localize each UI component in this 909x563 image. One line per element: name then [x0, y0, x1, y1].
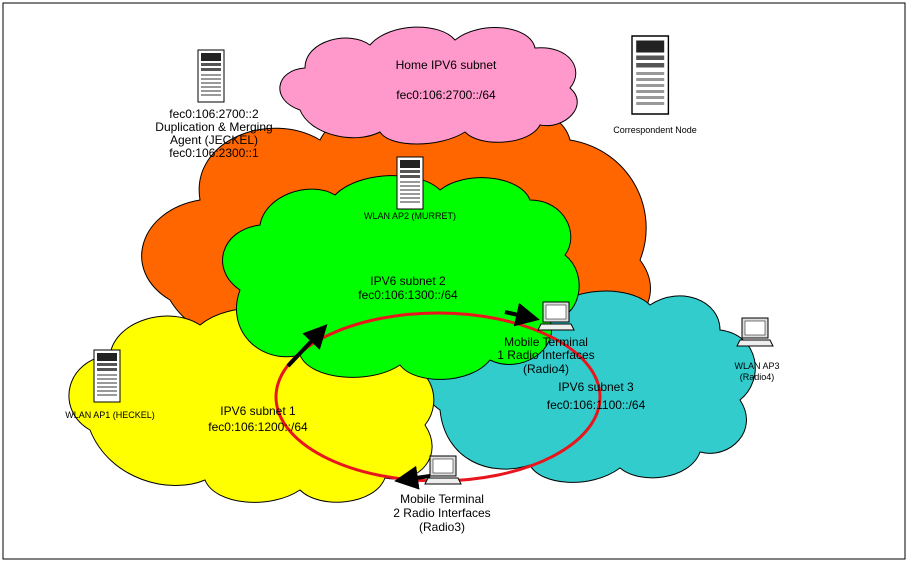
mt1-laptop-icon — [537, 301, 575, 331]
correspondent-label: Correspondent Node — [613, 125, 697, 135]
arrow-to-subnet2 — [286, 324, 328, 368]
subnet2-name: IPV6 subnet 2 — [370, 274, 446, 288]
mt1-line2: 1 Radio Interfaces — [497, 348, 594, 362]
subnet2-prefix: fec0:106:1300::/64 — [358, 288, 458, 302]
cloud-home — [279, 26, 578, 145]
home-subnet-name: Home IPV6 subnet — [396, 58, 497, 72]
ap2-label: WLAN AP2 (MURRET) — [364, 211, 456, 221]
ap1-label: WLAN AP1 (HECKEL) — [65, 410, 155, 420]
subnet3-name: IPV6 subnet 3 — [558, 380, 634, 394]
jeckel-role-line1: Duplication & Merging — [155, 120, 272, 134]
mt1-line3: (Radio4) — [523, 362, 569, 376]
jeckel-server-icon — [197, 49, 225, 103]
arrow-from-mt2 — [394, 465, 431, 490]
ap1-server-icon — [93, 349, 121, 403]
mt2-laptop-icon — [424, 455, 462, 485]
home-subnet-prefix: fec0:106:2700::/64 — [396, 88, 496, 102]
subnet1-name: IPV6 subnet 1 — [220, 404, 296, 418]
ap2-server-icon — [396, 156, 424, 210]
jeckel-role-line2: Agent (JECKEL) — [170, 133, 258, 147]
ap3-line2: (Radio4) — [740, 372, 775, 382]
mt1-line1: Mobile Terminal — [504, 335, 588, 349]
subnet3-prefix: fec0:106:1100::/64 — [547, 398, 646, 412]
subnet1-prefix: fec0:106:1200::/64 — [208, 420, 308, 434]
mt2-line3: (Radio3) — [419, 520, 465, 534]
mt2-line2: 2 Radio Interfaces — [393, 506, 490, 520]
jeckel-address: fec0:106:2700::2 — [169, 107, 259, 121]
mt2-line1: Mobile Terminal — [400, 492, 484, 506]
arrow-to-mt1 — [504, 302, 540, 327]
ap3-laptop-icon — [736, 317, 774, 347]
ap3-line1: WLAN AP3 — [734, 361, 779, 371]
correspondent-server-icon — [631, 35, 670, 115]
jeckel-address2: fec0:106:2300::1 — [169, 146, 259, 160]
